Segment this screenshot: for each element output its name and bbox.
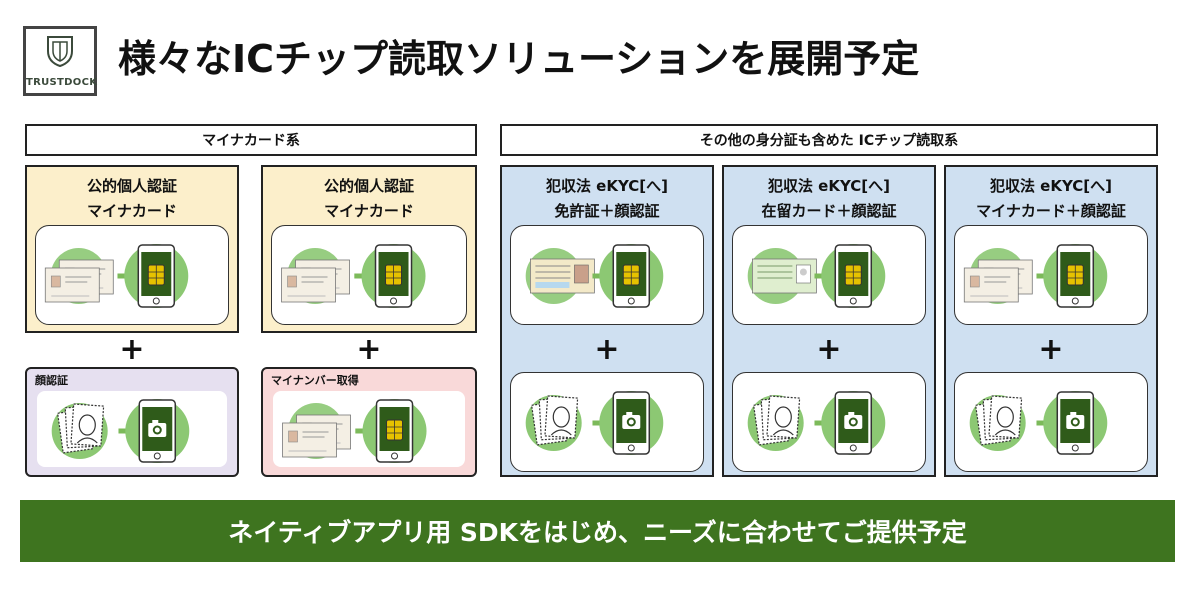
group-header-ic-chip: その他の身分証も含めた ICチップ読取系 — [500, 124, 1158, 156]
ic-read-illustration — [271, 225, 467, 325]
plus-sign: + — [356, 332, 382, 367]
logo-text: TRUSTDOCK — [26, 77, 98, 88]
plus-sign: + — [816, 332, 842, 367]
panel-label: 顔認証 — [35, 374, 68, 387]
column-title-line2: 在留カード＋顔認証 — [761, 202, 897, 220]
shield-icon — [47, 36, 73, 67]
column-title-line2: マイナカード — [87, 202, 177, 220]
trustdock-logo: TRUSTDOCK — [23, 26, 97, 96]
plus-sign: + — [119, 332, 145, 367]
face-auth-panel: 顔認証 — [25, 367, 239, 477]
ic-read-illustration — [510, 225, 704, 325]
sdk-banner: ネイティブアプリ用 SDKをはじめ、ニーズに合わせてご提供予定 — [20, 500, 1175, 562]
column-title-line1: 犯収法 eKYC[へ] — [989, 177, 1113, 195]
column-title-line1: 犯収法 eKYC[へ] — [767, 177, 891, 195]
plus-sign: + — [1038, 332, 1064, 367]
column-title-line2: 免許証＋顔認証 — [554, 202, 660, 220]
face-auth-illustration — [954, 372, 1148, 472]
ic-read-illustration — [954, 225, 1148, 325]
column-title-line1: 公的個人認証 — [323, 177, 414, 195]
page-title: 様々なICチップ読取ソリューションを展開予定 — [118, 37, 920, 81]
face-auth-illustration — [510, 372, 704, 472]
column-title-line1: 公的個人認証 — [86, 177, 177, 195]
plus-sign: + — [594, 332, 620, 367]
column-title-line2: マイナカード — [324, 202, 414, 220]
column-title-line2: マイナカード＋顔認証 — [976, 202, 1126, 220]
face-auth-illustration — [732, 372, 926, 472]
column-title-line1: 犯収法 eKYC[へ] — [545, 177, 669, 195]
mynumber-panel: マイナンバー取得 — [261, 367, 477, 477]
ic-read-illustration — [35, 225, 229, 325]
ic-read-illustration — [732, 225, 926, 325]
group-header-mynacard: マイナカード系 — [25, 124, 477, 156]
panel-label: マイナンバー取得 — [271, 374, 359, 387]
